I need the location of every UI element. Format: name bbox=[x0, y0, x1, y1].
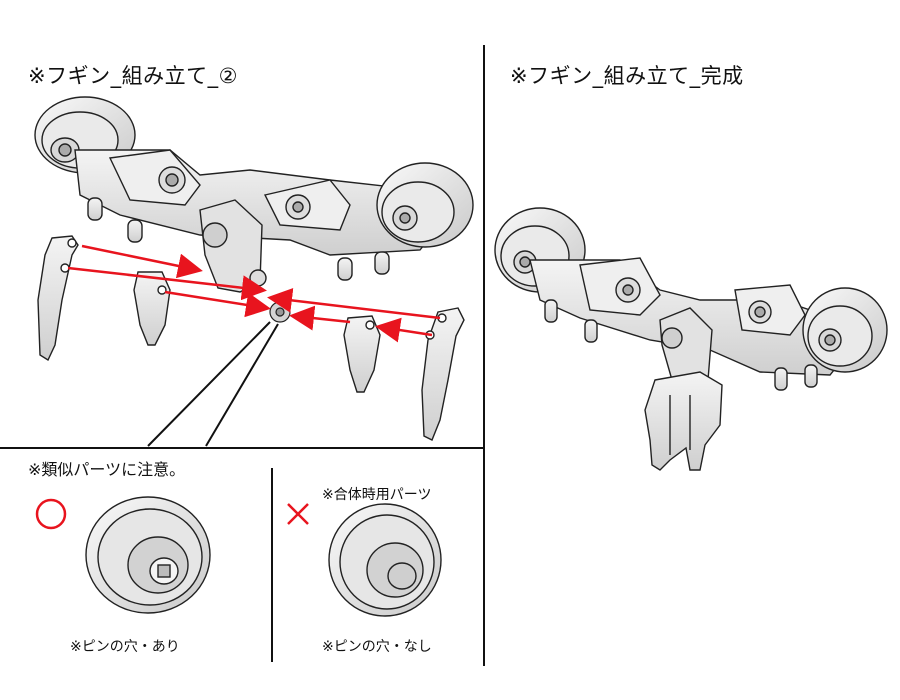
huginn-body-complete bbox=[494, 207, 888, 391]
cross-mark-icon bbox=[287, 503, 309, 525]
complete-heading: ※フギン_組み立て_完成 bbox=[510, 64, 744, 88]
combine-part-note: ※合体時用パーツ bbox=[322, 487, 432, 503]
circle-mark-icon bbox=[35, 498, 67, 530]
wrong-part-illustration bbox=[328, 503, 442, 617]
claws-complete bbox=[644, 371, 723, 471]
correct-part-illustration bbox=[85, 496, 211, 614]
wrong-part-caption: ※ピンの穴・なし bbox=[322, 639, 432, 655]
left-claw-part bbox=[133, 271, 171, 346]
callout-lines bbox=[147, 321, 279, 447]
correct-part-caption: ※ピンの穴・あり bbox=[70, 639, 180, 655]
similar-parts-warning: ※類似パーツに注意。 bbox=[28, 460, 186, 479]
huginn-body-step2 bbox=[34, 96, 474, 293]
assembly-arrows bbox=[67, 244, 441, 343]
right-leg-part bbox=[421, 307, 465, 441]
right-claw-part bbox=[343, 315, 381, 393]
left-leg-part bbox=[37, 235, 79, 362]
connector-part bbox=[269, 301, 291, 323]
step2-heading: ※フギン_組み立て_② bbox=[28, 64, 238, 88]
